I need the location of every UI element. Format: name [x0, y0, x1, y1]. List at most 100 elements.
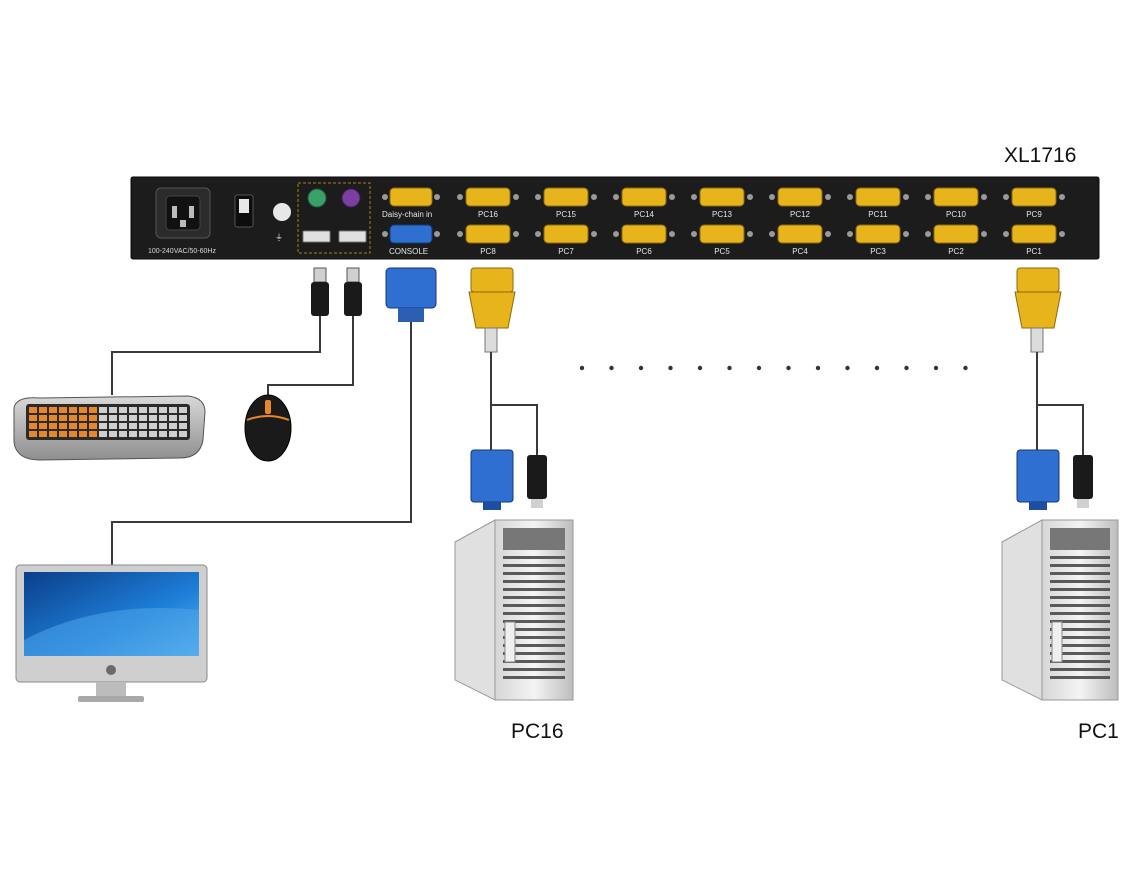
ellipsis-dot	[963, 365, 968, 371]
keyboard-key	[129, 407, 137, 413]
port-label: PC16	[478, 210, 499, 219]
keyboard-key	[39, 431, 47, 437]
keyboard-key	[79, 423, 87, 429]
port-label: PC4	[792, 247, 808, 256]
vga-port-icon	[1003, 224, 1065, 244]
mouse-cable	[267, 316, 354, 398]
port-label: PC2	[948, 247, 964, 256]
port-label: PC1	[1026, 247, 1042, 256]
keyboard-key	[69, 431, 77, 437]
keyboard-key	[59, 415, 67, 421]
keyboard-key	[99, 431, 107, 437]
keyboard-key	[69, 415, 77, 421]
keyboard-key	[99, 407, 107, 413]
ellipsis-dot	[933, 365, 939, 371]
ellipsis-dot	[727, 365, 732, 371]
usb-port-1-icon	[302, 230, 331, 243]
ellipsis-dot	[786, 365, 791, 371]
keyboard-key	[179, 407, 187, 413]
ellipsis-dot	[609, 365, 614, 371]
keyboard-key	[39, 407, 47, 413]
console-port-group	[297, 182, 371, 254]
ellipsis-dot	[904, 365, 909, 371]
omitted-pcs-indicator	[579, 365, 968, 371]
keyboard-key	[49, 423, 57, 429]
keyboard-key	[59, 407, 67, 413]
keyboard-key	[109, 423, 117, 429]
vga-port-icon	[847, 224, 909, 244]
keyboard-key	[29, 431, 37, 437]
keyboard-key	[129, 415, 137, 421]
pc1-usb-cable	[1037, 404, 1084, 455]
mouse-icon	[244, 394, 292, 462]
power-switch-icon	[234, 194, 254, 228]
keyboard-key	[39, 423, 47, 429]
keyboard-key	[119, 415, 127, 421]
vga-port-icon	[691, 187, 753, 207]
keyboard-key	[79, 407, 87, 413]
keyboard-key	[159, 431, 167, 437]
keyboard-key	[169, 415, 177, 421]
keyboard-key	[89, 431, 97, 437]
port-label: PC5	[714, 247, 730, 256]
keyboard-key	[29, 415, 37, 421]
daisy-chain-port-icon	[382, 187, 440, 207]
pc16-usb-cable	[491, 404, 538, 455]
console-vga-port-icon	[382, 224, 440, 244]
port-label: PC12	[790, 210, 811, 219]
keyboard-cable	[111, 316, 321, 395]
keyboard-key	[99, 423, 107, 429]
port-label: PC6	[636, 247, 652, 256]
keyboard-key	[79, 415, 87, 421]
keyboard-key	[149, 407, 157, 413]
port-label: PC7	[558, 247, 574, 256]
pc1-usb-connector-icon	[1073, 455, 1093, 508]
ellipsis-dot	[638, 365, 644, 371]
keyboard-key	[109, 431, 117, 437]
port-label: PC13	[712, 210, 733, 219]
port-label: PC11	[868, 210, 888, 219]
pc16-tower-icon	[454, 519, 574, 701]
keyboard-key	[169, 431, 177, 437]
pc1-label: PC1	[1078, 720, 1119, 743]
keyboard-key	[79, 431, 87, 437]
vga-port-icon	[535, 224, 597, 244]
keyboard-key	[149, 415, 157, 421]
port-label: PC14	[634, 210, 655, 219]
port-label: PC3	[870, 247, 886, 256]
keyboard-key	[159, 407, 167, 413]
keyboard-key	[179, 423, 187, 429]
vga-port-icon	[925, 224, 987, 244]
vga-port-icon	[613, 224, 675, 244]
usb-port-2-icon	[338, 230, 367, 243]
keyboard-key	[59, 423, 67, 429]
keyboard-key	[149, 423, 157, 429]
keyboard-key	[119, 407, 127, 413]
vga-port-icon	[769, 187, 831, 207]
pc16-usb-connector-icon	[527, 455, 547, 508]
vga-port-icon	[457, 187, 519, 207]
monitor-cable	[111, 322, 412, 566]
vga-port-icon	[847, 187, 909, 207]
vga-port-icon	[1003, 187, 1065, 207]
keyboard-key	[169, 407, 177, 413]
ellipsis-dot	[756, 365, 762, 371]
console-port-label: CONSOLE	[389, 247, 428, 256]
keyboard-key	[169, 423, 177, 429]
keyboard-key	[59, 431, 67, 437]
keyboard-key	[139, 423, 147, 429]
pc16-label: PC16	[511, 720, 564, 743]
pc1-vga-plug-icon	[1014, 267, 1062, 353]
keyboard-key	[39, 415, 47, 421]
vga-port-icon	[613, 187, 675, 207]
keyboard-key	[139, 431, 147, 437]
keyboard-key	[49, 415, 57, 421]
keyboard-key	[69, 423, 77, 429]
keyboard-key	[29, 423, 37, 429]
device-model-label: XL1716	[1004, 144, 1076, 167]
vga-port-icon	[457, 224, 519, 244]
usb-plug-mouse-icon	[344, 267, 362, 316]
daisy-chain-label: Daisy-chain in	[382, 210, 432, 219]
keyboard-key	[139, 407, 147, 413]
